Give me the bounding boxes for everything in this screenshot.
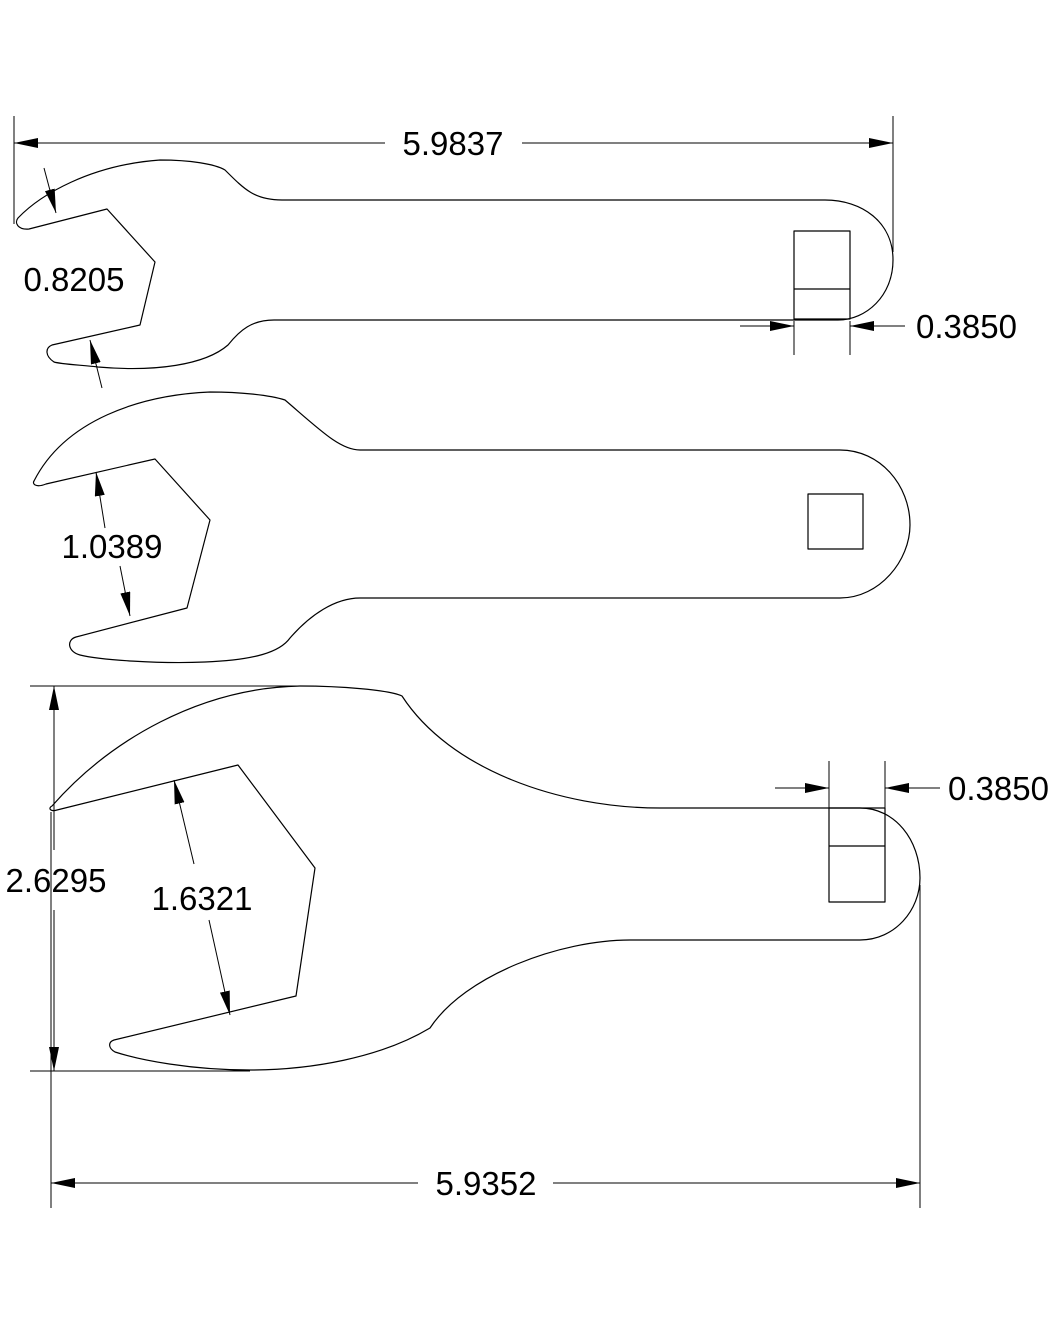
bottom-wrench-outline xyxy=(49,685,921,1071)
bottom-overall-length-label: 5.9352 xyxy=(436,1165,537,1202)
top-wrench xyxy=(15,159,894,370)
top-jaw-opening-label: 0.8205 xyxy=(24,261,125,298)
dim-bottom-overall-height: 2.6295 xyxy=(6,685,300,1072)
bottom-square-hole xyxy=(828,807,886,903)
dim-top-jaw-opening: 0.8205 xyxy=(24,167,125,389)
top-wrench-outline xyxy=(15,159,894,370)
middle-square-hole xyxy=(807,493,864,550)
dim-top-square-width: 0.3850 xyxy=(740,308,1017,355)
middle-wrench-outline xyxy=(32,391,911,664)
dim-bottom-square-width: 0.3850 xyxy=(775,761,1049,808)
top-square-hole xyxy=(793,230,851,320)
bottom-jaw-opening-label: 1.6321 xyxy=(152,880,253,917)
dim-bottom-jaw-opening: 1.6321 xyxy=(152,779,253,1016)
middle-wrench xyxy=(32,391,911,664)
bottom-square-width-label: 0.3850 xyxy=(948,770,1049,807)
top-overall-length-label: 5.9837 xyxy=(403,125,504,162)
dim-middle-jaw-opening: 1.0389 xyxy=(62,471,163,617)
middle-jaw-opening-label: 1.0389 xyxy=(62,528,163,565)
bottom-wrench xyxy=(49,685,921,1071)
dim-bottom-overall-length: 5.9352 xyxy=(50,812,921,1208)
bottom-overall-height-label: 2.6295 xyxy=(6,862,107,899)
top-square-width-label: 0.3850 xyxy=(916,308,1017,345)
dim-top-overall-length: 5.9837 xyxy=(13,116,894,252)
